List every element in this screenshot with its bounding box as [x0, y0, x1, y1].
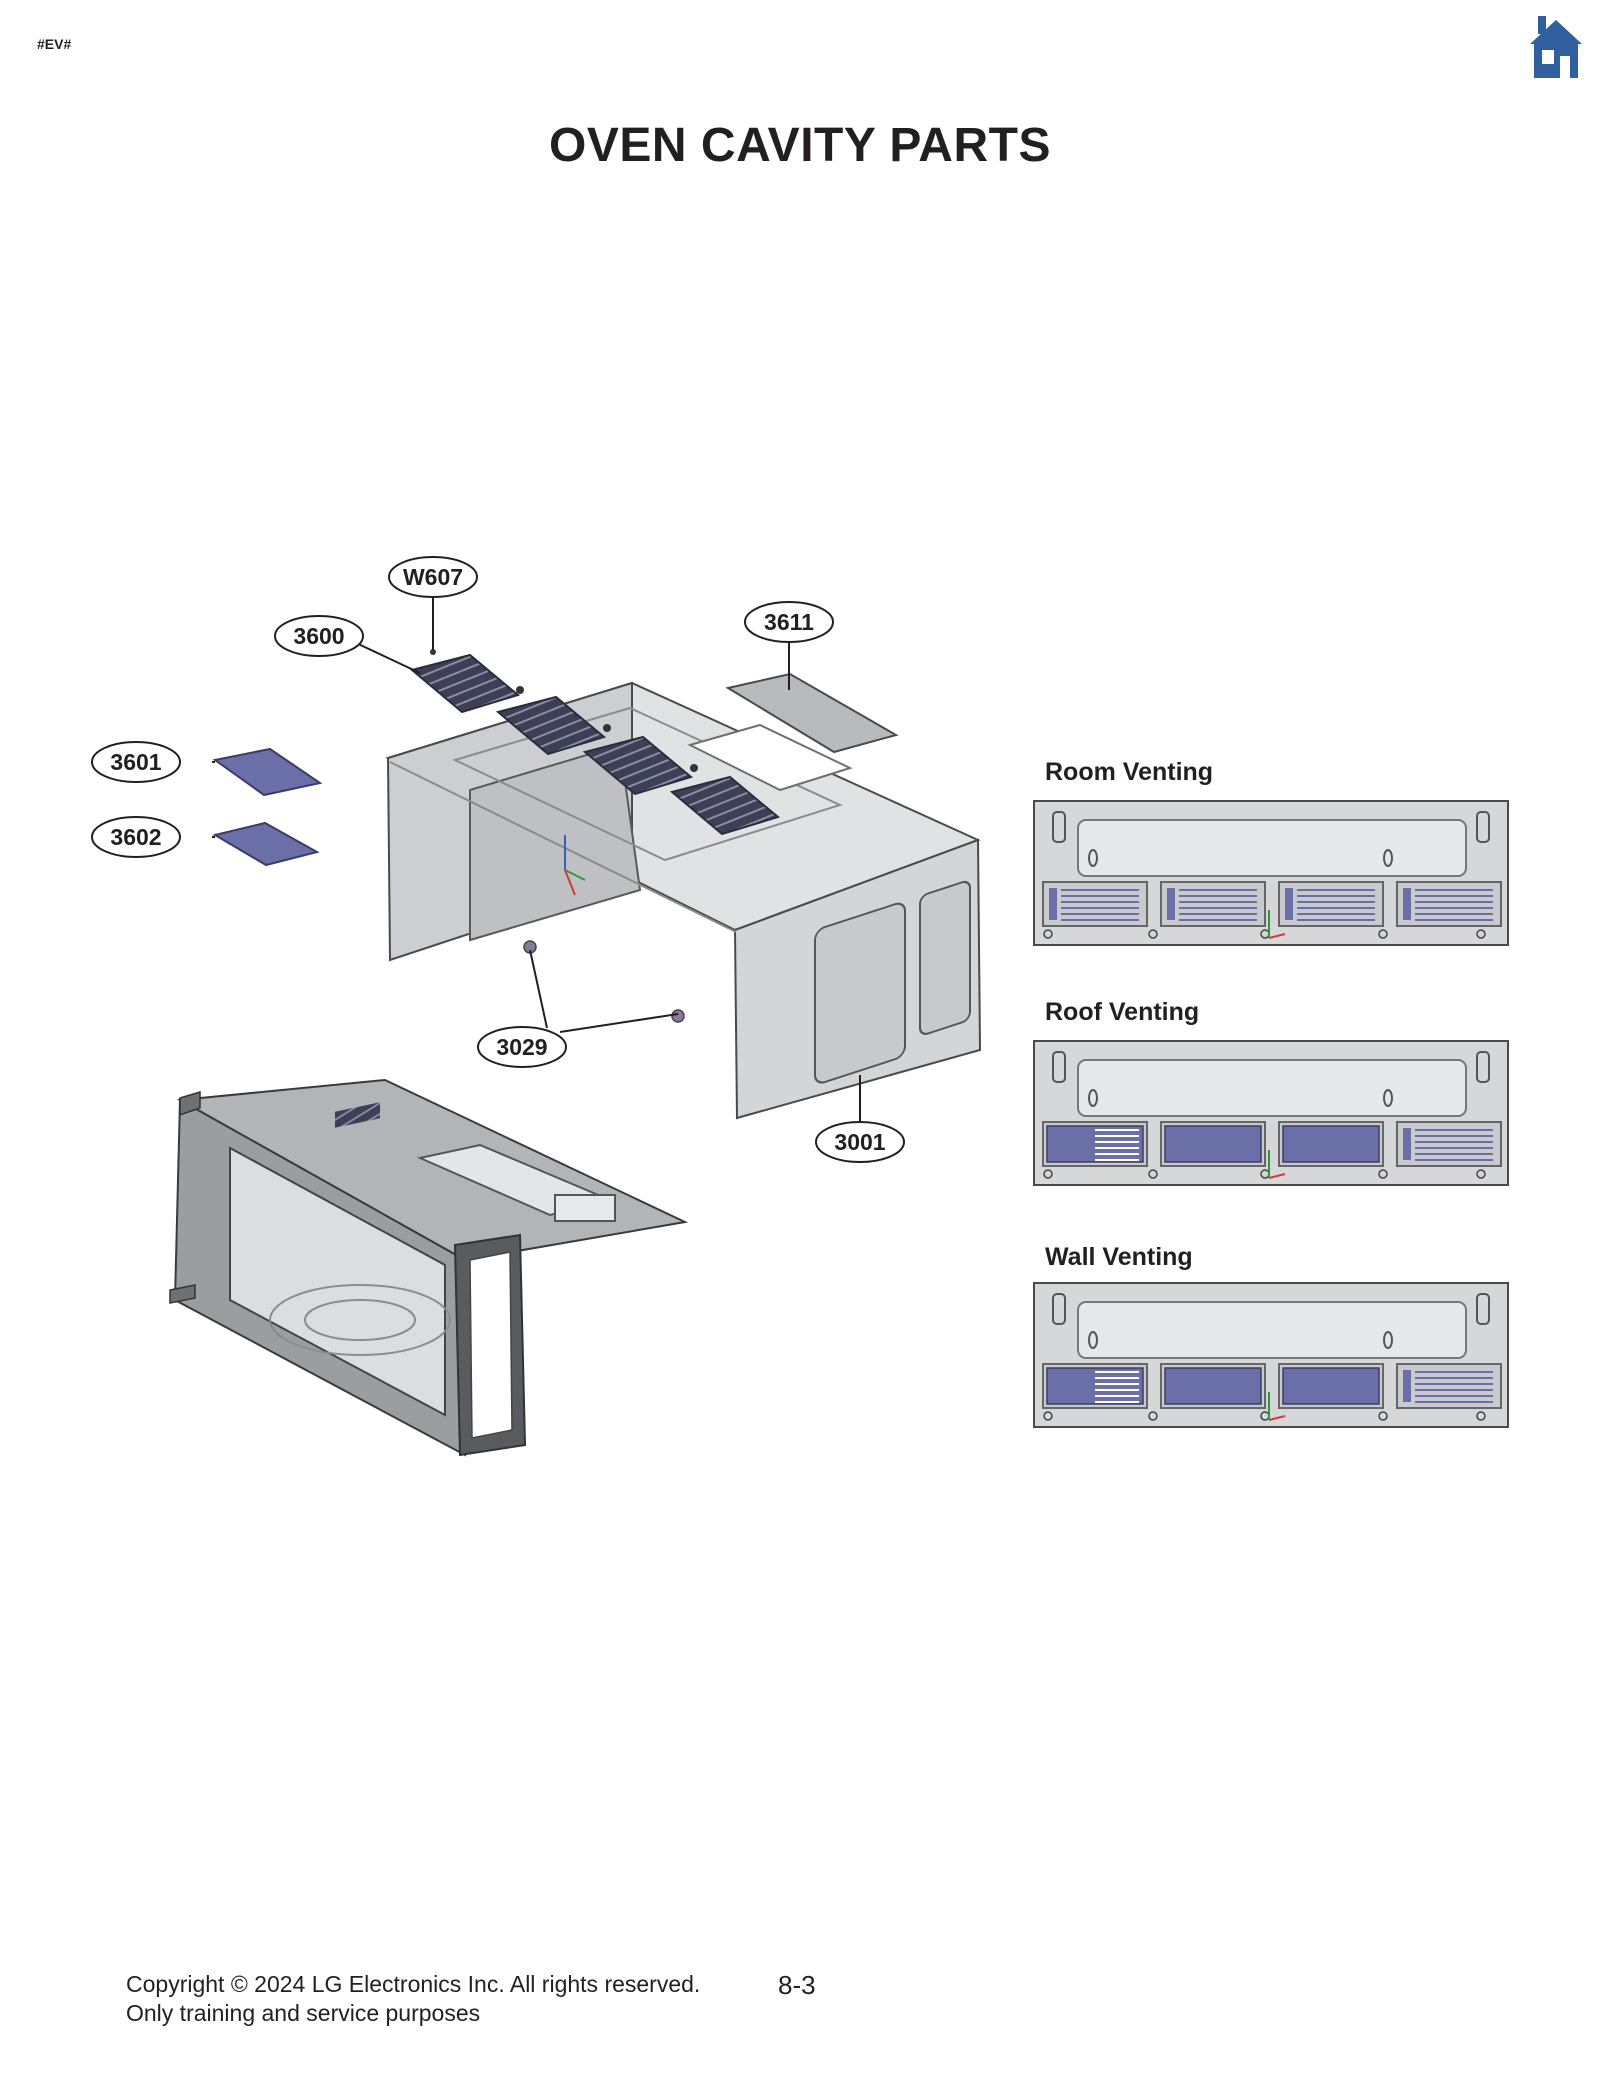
part-3601 [212, 747, 323, 797]
leader-lines [212, 597, 861, 1125]
home-button[interactable] [1528, 16, 1584, 80]
cavity-shell [385, 681, 982, 1120]
vent-panel-drawing [1033, 1040, 1509, 1186]
svg-text:3611: 3611 [764, 609, 814, 635]
vent-slot-partial [1042, 1363, 1148, 1409]
roof-venting-panel [1033, 1040, 1509, 1186]
wall-venting-label: Wall Venting [1045, 1243, 1193, 1271]
svg-text:3601: 3601 [110, 749, 161, 775]
page-number: 8-3 [778, 1970, 816, 2000]
vent-panel-drawing [1033, 800, 1509, 946]
vent-slot-grille [1396, 1121, 1502, 1167]
vent-slot-cover [1278, 1121, 1384, 1167]
part-3611-plate [725, 672, 899, 754]
callout-3029: 3029 [477, 1026, 567, 1068]
page-title: OVEN CAVITY PARTS [549, 119, 1051, 172]
room-venting-label: Room Venting [1045, 758, 1214, 786]
callout-W607: W607 [388, 556, 478, 598]
copyright-text: Copyright © 2024 LG Electronics Inc. All… [126, 1971, 701, 1997]
callout-3600: 3600 [274, 615, 364, 657]
callout-3601: 3601 [91, 741, 181, 783]
svg-text:3600: 3600 [293, 623, 344, 649]
top-vent-grilles [409, 649, 781, 836]
svg-text:3001: 3001 [834, 1129, 885, 1155]
vent-slot-cover [1278, 1363, 1384, 1409]
vent-slot-grille [1396, 881, 1502, 927]
part-3029-clips [523, 940, 685, 1023]
svg-text:W607: W607 [403, 564, 463, 590]
vent-panel-drawing [1033, 1282, 1509, 1428]
svg-text:3029: 3029 [496, 1034, 547, 1060]
part-3602 [212, 821, 320, 867]
footer-copyright: Copyright © 2024 LG Electronics Inc. All… [126, 1970, 700, 2028]
svg-text:3602: 3602 [110, 824, 161, 850]
callout-3001: 3001 [815, 1121, 905, 1163]
wall-venting-panel [1033, 1282, 1509, 1428]
vent-slot-grille [1278, 881, 1384, 927]
callout-3602: 3602 [91, 816, 181, 858]
vent-slot-partial [1042, 1121, 1148, 1167]
callout-3611: 3611 [744, 601, 834, 643]
vent-slot-grille [1160, 881, 1266, 927]
vent-slot-grille [1396, 1363, 1502, 1409]
home-icon [1530, 16, 1582, 78]
vent-slot-cover [1160, 1121, 1266, 1167]
purpose-text: Only training and service purposes [126, 2000, 481, 2026]
page-marker: #EV# [37, 36, 72, 52]
oven-cavity-body [169, 1078, 689, 1457]
vent-slot-cover [1160, 1363, 1266, 1409]
roof-venting-label: Roof Venting [1045, 998, 1200, 1026]
vent-slot-grille [1042, 881, 1148, 927]
room-venting-panel [1033, 800, 1509, 946]
